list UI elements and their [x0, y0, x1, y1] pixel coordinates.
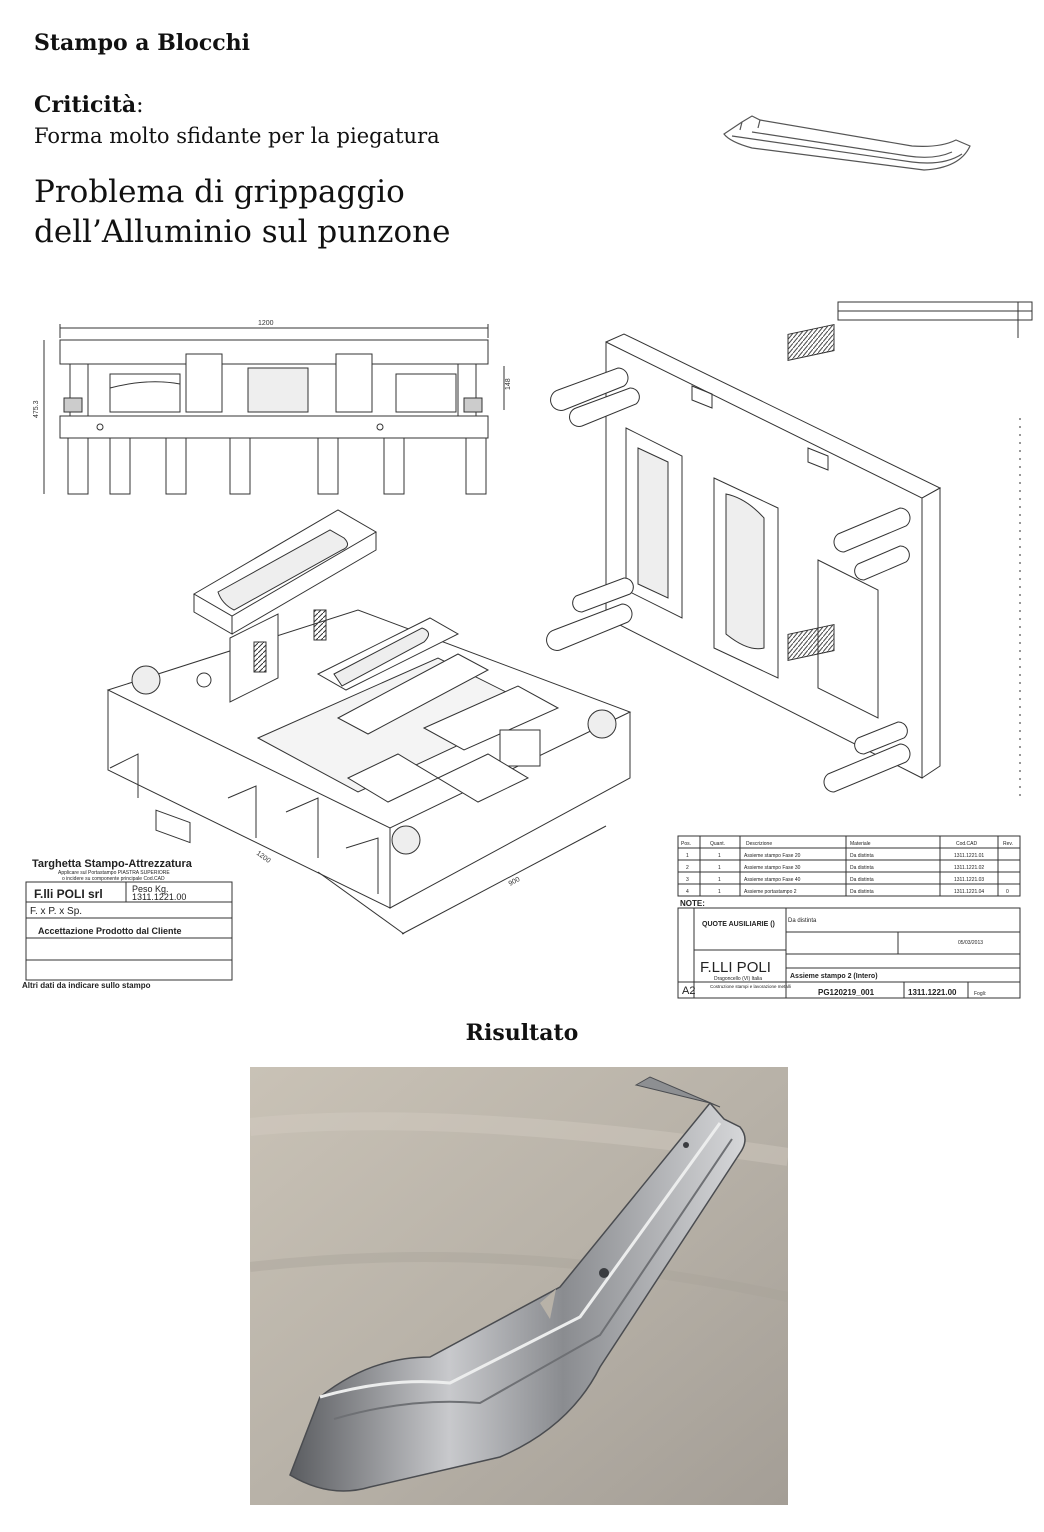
bom-cell: 1311.1221.02 — [954, 865, 984, 871]
tb-city: Dragoncello (VI) Italia — [714, 976, 762, 982]
result-title: Risultato — [465, 1020, 579, 1046]
bom-cell: 1 — [718, 853, 721, 859]
bom-cell: Assieme stampo Fase 20 — [744, 853, 801, 859]
bom-cell: 1 — [718, 865, 721, 871]
bom-header-rev: Rev. — [1003, 841, 1013, 847]
note-label: NOTE: — [680, 899, 705, 908]
bom-cell: Assieme stampo Fase 40 — [744, 877, 801, 883]
result-photo — [250, 1067, 788, 1505]
plate-code: 1311.1221.00 — [132, 892, 186, 902]
criticita-heading: Criticità: — [34, 92, 144, 118]
bom-cell: Da distinta — [850, 865, 874, 871]
problem-line-2: dell’Alluminio sul punzone — [34, 214, 451, 250]
bom-cell: 1 — [686, 853, 689, 859]
bom-cell: 1311.1221.04 — [954, 889, 984, 895]
tb-ordine: PG120219_001 — [818, 988, 875, 997]
bom-cell: Assieme portastampo 2 — [744, 889, 797, 895]
bom-cell: 1311.1221.03 — [954, 877, 984, 883]
tb-materiale: Da distinta — [788, 918, 817, 924]
technical-drawing: 1200 475.3 148 1200 900 Targhetta Stampo… — [22, 301, 1033, 999]
plate-altri: Altri dati da indicare sullo stampo — [22, 981, 151, 990]
problem-statement: Problema di grippaggio dell’Alluminio su… — [34, 172, 554, 252]
page-title: Stampo a Blocchi — [34, 30, 250, 56]
bom-header-pos: Pos. — [681, 841, 691, 847]
tb-company: F.LLI POLI — [700, 959, 771, 976]
bom-cell: Da distinta — [850, 853, 874, 859]
bom-cell: 1 — [718, 877, 721, 883]
tb-format: A2 — [682, 985, 695, 997]
tb-assieme: Assieme stampo 2 (Intero) — [790, 973, 878, 980]
plate-peso: Peso Kg. — [132, 884, 169, 894]
tb-fogli: Fogli: — [974, 991, 986, 997]
bom-header-quant: Quant. — [710, 841, 725, 847]
criticita-colon: : — [136, 93, 144, 118]
tb-service: Costruzione stampi e lavorazione metalli — [710, 984, 791, 989]
dim-iso-2: 900 — [508, 876, 522, 888]
plate-title: Targhetta Stampo-Attrezzatura — [32, 858, 193, 870]
bom-cell: Da distinta — [850, 889, 874, 895]
tb-quote: QUOTE AUSILIARIE () — [702, 921, 775, 928]
bom-header-descr: Descrizione — [746, 841, 772, 847]
bom-cell: 0 — [1006, 889, 1009, 895]
criticita-text: Forma molto sfidante per la piegatura — [34, 124, 440, 148]
bom-table: Pos. Quant. Descrizione Materiale Cod.CA… — [681, 841, 1013, 895]
bom-cell: 3 — [686, 877, 689, 883]
tb-date: 05/03/2013 — [958, 940, 983, 946]
bom-header-mat: Materiale — [850, 841, 871, 847]
bom-cell: 1 — [718, 889, 721, 895]
plate-fxp: F. x P. x Sp. — [30, 906, 82, 917]
bom-header-cod: Cod.CAD — [956, 841, 978, 847]
bom-cell: 4 — [686, 889, 689, 895]
dim-height-left: 475.3 — [33, 400, 40, 418]
plate-accept: Accettazione Prodotto dal Cliente — [38, 926, 182, 936]
bom-cell: Assieme stampo Fase 30 — [744, 865, 801, 871]
plate-sub-1: Applicare sul Portastampo PIASTRA SUPERI… — [58, 870, 170, 876]
bom-cell: Da distinta — [850, 877, 874, 883]
part-sketch — [723, 115, 971, 171]
tb-code: 1311.1221.00 — [908, 988, 957, 997]
dim-height-right: 148 — [505, 378, 512, 390]
dim-width: 1200 — [258, 320, 274, 327]
plate-company: F.lli POLI srl — [34, 887, 103, 901]
criticita-label: Criticità — [34, 92, 137, 118]
problem-line-1: Problema di grippaggio — [34, 174, 405, 210]
dim-iso-1: 1200 — [255, 850, 272, 865]
plate-sub-2: o incidere su componente principale Cod.… — [62, 876, 165, 882]
bom-cell: 1311.1221.01 — [954, 853, 984, 859]
bom-cell: 2 — [686, 865, 689, 871]
